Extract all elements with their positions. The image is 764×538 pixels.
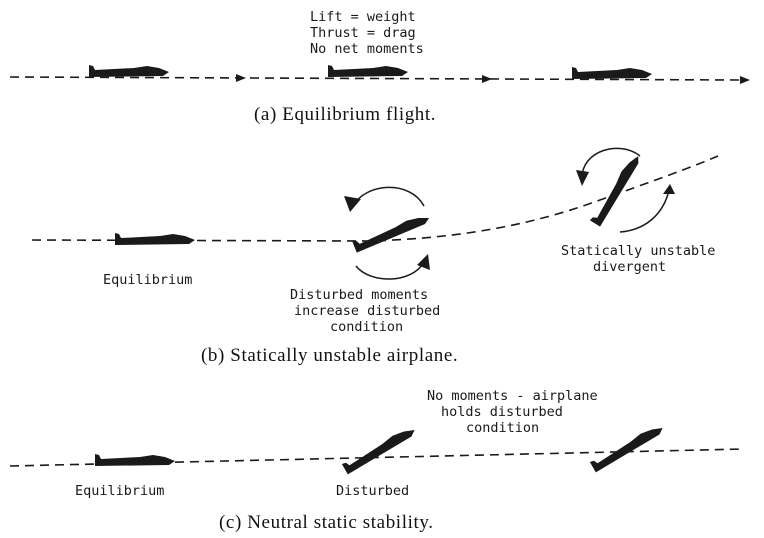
panel-c-neutral-stability: No moments - airplane holds disturbed co… (9, 388, 745, 533)
airplane-b-disturbed (352, 211, 431, 253)
label-b-disturbed-3: condition (330, 319, 403, 335)
airplane-b-divergent (589, 152, 643, 227)
moment-arrowhead-b-divergent-upper (576, 170, 589, 186)
caption-b: (b) Statically unstable airplane. (201, 345, 458, 366)
arrowhead-a-2 (482, 75, 492, 83)
airplane-a-3 (572, 67, 652, 79)
moment-arrowhead-b-lower (417, 254, 430, 270)
note-thrust-drag: Thrust = drag (310, 25, 416, 41)
airplane-c-holding (589, 421, 666, 473)
label-c-equilibrium: Equilibrium (75, 483, 164, 499)
airplane-a-1 (89, 65, 169, 77)
flight-path-a (9, 76, 743, 81)
label-b-unstable-2: divergent (593, 259, 666, 275)
moment-arrow-b-divergent-lower (619, 193, 669, 233)
label-b-equilibrium: Equilibrium (103, 272, 192, 288)
airplane-c-disturbed (341, 423, 418, 475)
airplane-c-equilibrium (95, 454, 175, 466)
label-c-neutral-3: condition (466, 420, 539, 436)
moment-arrow-b-upper (351, 186, 425, 208)
panel-b-statically-unstable: Equilibrium Disturbed moments increase d… (31, 147, 719, 366)
moment-arrow-b-lower (355, 261, 425, 280)
label-b-disturbed-1: Disturbed moments (290, 287, 428, 303)
panel-a-equilibrium-flight: Lift = weight Thrust = drag No net momen… (9, 9, 750, 125)
arrowhead-a-3 (740, 76, 750, 84)
caption-c: (c) Neutral static stability. (219, 512, 434, 533)
moment-arrowhead-b-divergent-lower (663, 184, 675, 194)
label-b-unstable-1: Statically unstable (561, 243, 715, 259)
note-lift-weight: Lift = weight (310, 9, 416, 25)
label-b-disturbed-2: increase disturbed (294, 303, 440, 319)
airplane-a-2 (328, 65, 408, 77)
label-c-neutral-2: holds disturbed (441, 404, 563, 420)
label-c-disturbed: Disturbed (336, 483, 409, 499)
moment-arrow-b-divergent-upper (581, 147, 641, 179)
caption-a: (a) Equilibrium flight. (254, 104, 436, 125)
airplane-b-equilibrium (115, 233, 195, 245)
moment-arrowhead-b-upper (344, 196, 361, 212)
arrowhead-a-1 (236, 74, 246, 82)
note-no-net-moments: No net moments (310, 41, 424, 57)
label-c-neutral-1: No moments - airplane (427, 388, 598, 404)
